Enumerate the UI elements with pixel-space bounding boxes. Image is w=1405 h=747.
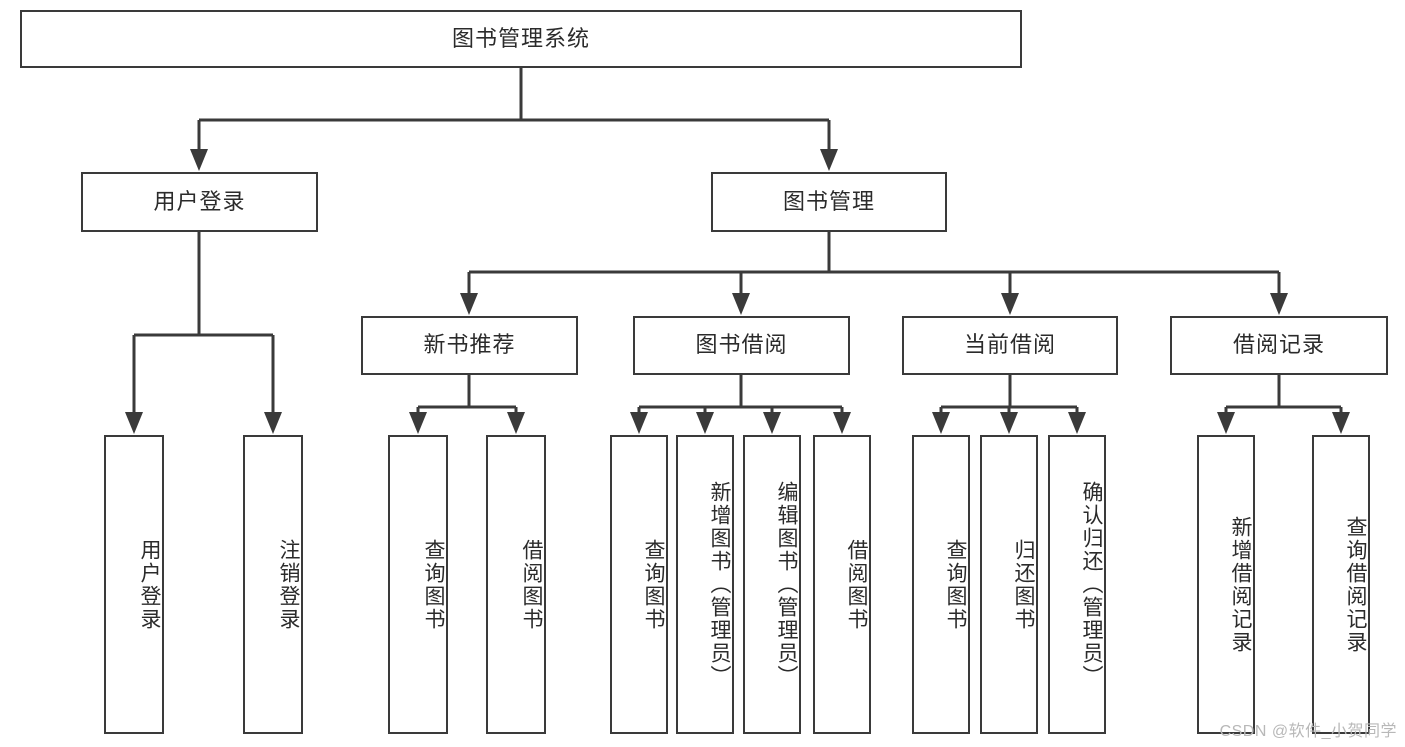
node-label: 用户登录 [138,538,161,631]
node-label: 新增借阅记录 [1229,515,1252,654]
node-label: 查询图书 [642,538,665,631]
csdn-watermark: CSDN @软件_小贺同学 [1219,723,1397,740]
node-leaf-query-book-borrow[interactable]: 查询图书 [610,435,668,734]
node-label: 查询图书 [422,538,445,631]
arrowhead-book-borrow-bus-1 [696,412,714,434]
arrowhead-book-manage-bus-1 [732,293,750,315]
node-user-login[interactable]: 用户登录 [81,172,318,232]
node-leaf-add-record[interactable]: 新增借阅记录 [1197,435,1255,734]
arrowhead-user-login-bus-1 [264,412,282,434]
node-leaf-query-book-cur[interactable]: 查询图书 [912,435,970,734]
node-book-borrow[interactable]: 图书借阅 [633,316,850,375]
node-leaf-query-book-rec[interactable]: 查询图书 [388,435,448,734]
arrowhead-book-manage-bus-3 [1270,293,1288,315]
node-label: 查询借阅记录 [1344,515,1367,654]
arrowhead-borrow-record-bus-1 [1332,412,1350,434]
arrowhead-root-bus-0 [190,149,208,171]
node-label: 用户登录 [153,188,246,214]
node-leaf-user-login[interactable]: 用户登录 [104,435,164,734]
node-label: 借阅图书 [845,538,868,631]
node-book-manage[interactable]: 图书管理 [711,172,947,232]
arrowhead-book-borrow-bus-2 [763,412,781,434]
arrowhead-user-login-bus-0 [125,412,143,434]
arrowhead-new-book-rec-bus-1 [507,412,525,434]
node-leaf-return-book[interactable]: 归还图书 [980,435,1038,734]
node-leaf-query-record[interactable]: 查询借阅记录 [1312,435,1370,734]
node-leaf-edit-book[interactable]: 编辑图书（管理员） [743,435,801,734]
node-label: 图书管理系统 [451,25,590,51]
node-leaf-confirm-return[interactable]: 确认归还（管理员） [1048,435,1106,734]
node-leaf-borrow-book-rec[interactable]: 借阅图书 [486,435,546,734]
arrowhead-book-manage-bus-0 [460,293,478,315]
arrowhead-current-borrow-bus-2 [1068,412,1086,434]
node-label: 注销登录 [277,538,300,631]
arrowhead-borrow-record-bus-0 [1217,412,1235,434]
arrowhead-book-manage-bus-2 [1001,293,1019,315]
node-leaf-user-logout[interactable]: 注销登录 [243,435,303,734]
arrowhead-book-borrow-bus-3 [833,412,851,434]
node-label: 借阅记录 [1232,332,1325,358]
node-label: 图书借阅 [695,332,788,358]
node-label: 查询图书 [944,538,967,631]
node-label: 新书推荐 [423,332,516,358]
node-label: 编辑图书（管理员） [775,481,798,688]
node-leaf-borrow-book[interactable]: 借阅图书 [813,435,871,734]
node-current-borrow[interactable]: 当前借阅 [902,316,1118,375]
node-label: 确认归还（管理员） [1080,481,1103,688]
node-root[interactable]: 图书管理系统 [20,10,1022,68]
arrowhead-current-borrow-bus-1 [1000,412,1018,434]
node-new-book-rec[interactable]: 新书推荐 [361,316,578,375]
node-borrow-record[interactable]: 借阅记录 [1170,316,1388,375]
node-label: 新增图书（管理员） [708,481,731,688]
node-label: 图书管理 [782,188,875,214]
node-leaf-add-book[interactable]: 新增图书（管理员） [676,435,734,734]
node-label: 归还图书 [1012,538,1035,631]
arrowhead-new-book-rec-bus-0 [409,412,427,434]
arrowhead-root-bus-1 [820,149,838,171]
arrowhead-book-borrow-bus-0 [630,412,648,434]
node-label: 当前借阅 [963,332,1056,358]
arrowhead-current-borrow-bus-0 [932,412,950,434]
node-label: 借阅图书 [520,538,543,631]
